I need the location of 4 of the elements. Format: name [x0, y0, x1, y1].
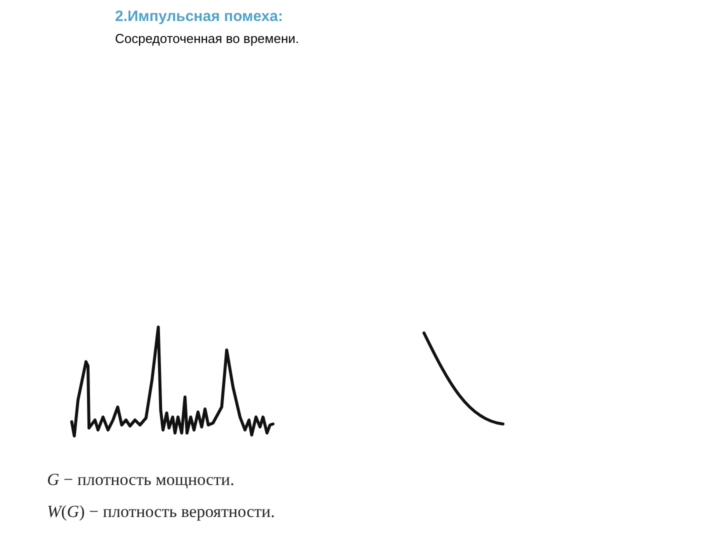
definition-text: W(G) − плотность вероятности. — [47, 502, 275, 522]
slide-title: 2.Импульсная помеха: — [115, 8, 283, 25]
definition-text: G − плотность мощности. — [47, 470, 234, 490]
subtitle-text: Сосредоточенная во времени. — [115, 31, 300, 46]
